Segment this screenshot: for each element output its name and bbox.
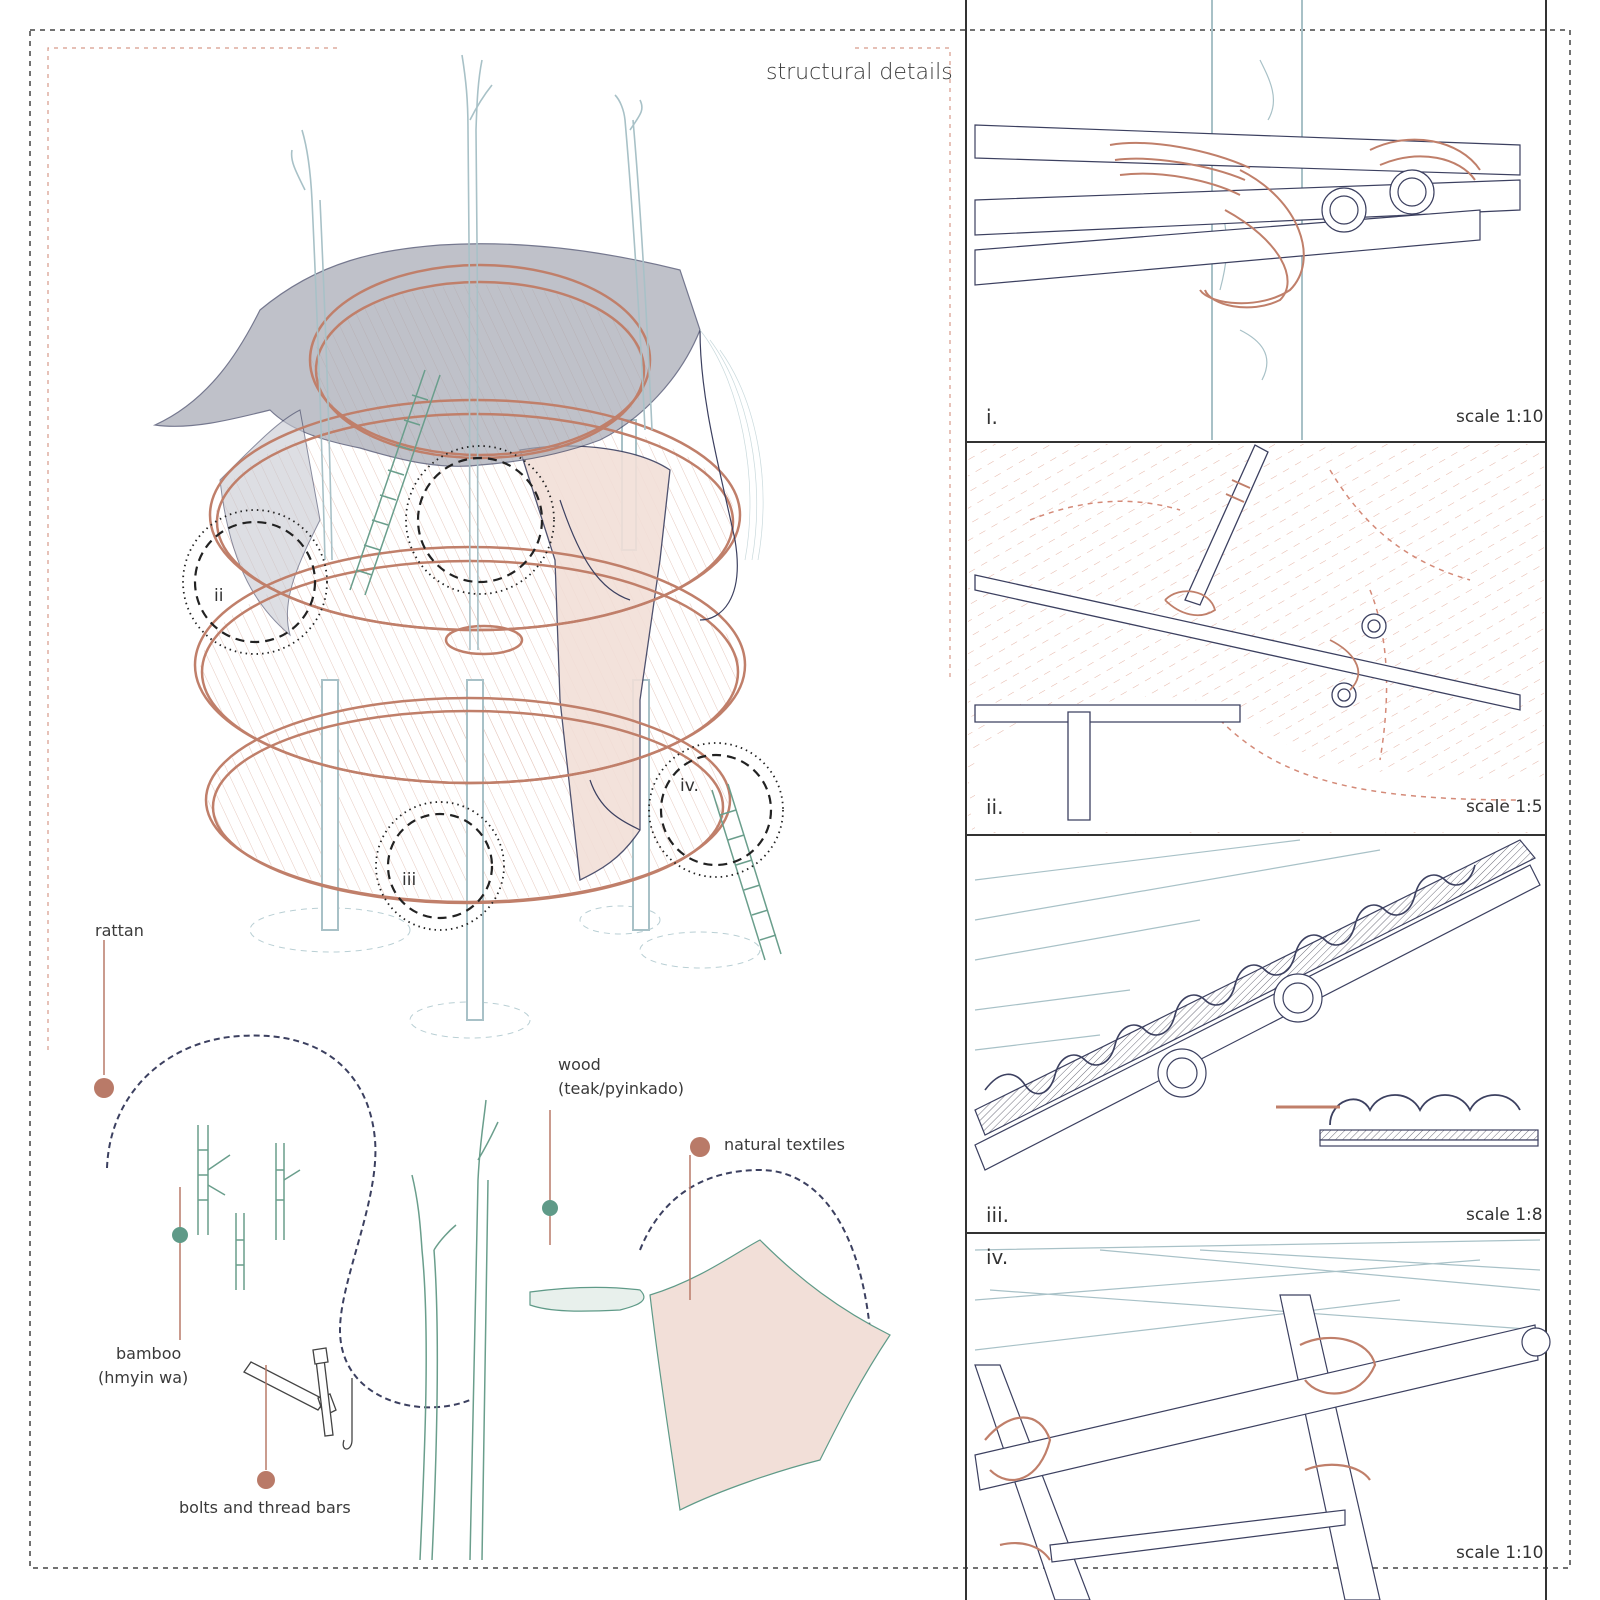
panel-iii-numeral: iii.: [986, 1203, 1010, 1227]
material-label-textiles: natural textiles: [724, 1135, 845, 1154]
inner-guide: [47, 47, 951, 1050]
panel-ii-numeral: ii.: [986, 795, 1004, 819]
page-title: structural details: [766, 60, 953, 85]
tower-axonometric: [152, 54, 784, 1039]
panel-iii-scale: scale 1:8: [1466, 1205, 1543, 1225]
outer-frame: [29, 29, 1571, 1569]
material-label-wood: wood: [558, 1055, 601, 1074]
panel-i-drawing: [974, 0, 1521, 440]
bamboo-icon: [197, 1125, 301, 1290]
materials-legend: [94, 940, 891, 1561]
panel-iv-drawing: [974, 1239, 1551, 1600]
panel-iii-drawing: [974, 839, 1541, 1171]
panel-ii-drawing: [968, 444, 1545, 833]
tree-icon: [411, 1099, 499, 1561]
circle-label-iii: iii: [402, 870, 417, 890]
panel-ii-scale: scale 1:5: [1466, 797, 1543, 817]
material-label-rattan: rattan: [95, 921, 144, 940]
material-label-bamboo-sub: (hmyin wa): [98, 1368, 189, 1387]
material-label-bamboo: bamboo: [116, 1344, 182, 1363]
bolt-icon: [243, 1347, 353, 1450]
circle-label-ii: ii: [214, 586, 224, 606]
panel-i-numeral: i.: [986, 405, 998, 429]
panel-iv-scale: scale 1:10: [1456, 1543, 1544, 1563]
material-label-bolts: bolts and thread bars: [179, 1498, 351, 1517]
circle-label-iv: iv.: [680, 776, 699, 796]
material-label-wood-sub: (teak/pyinkado): [558, 1079, 685, 1098]
textile-icon: [529, 1239, 891, 1511]
panel-iv-numeral: iv.: [986, 1245, 1009, 1269]
panel-i-scale: scale 1:10: [1456, 407, 1544, 427]
